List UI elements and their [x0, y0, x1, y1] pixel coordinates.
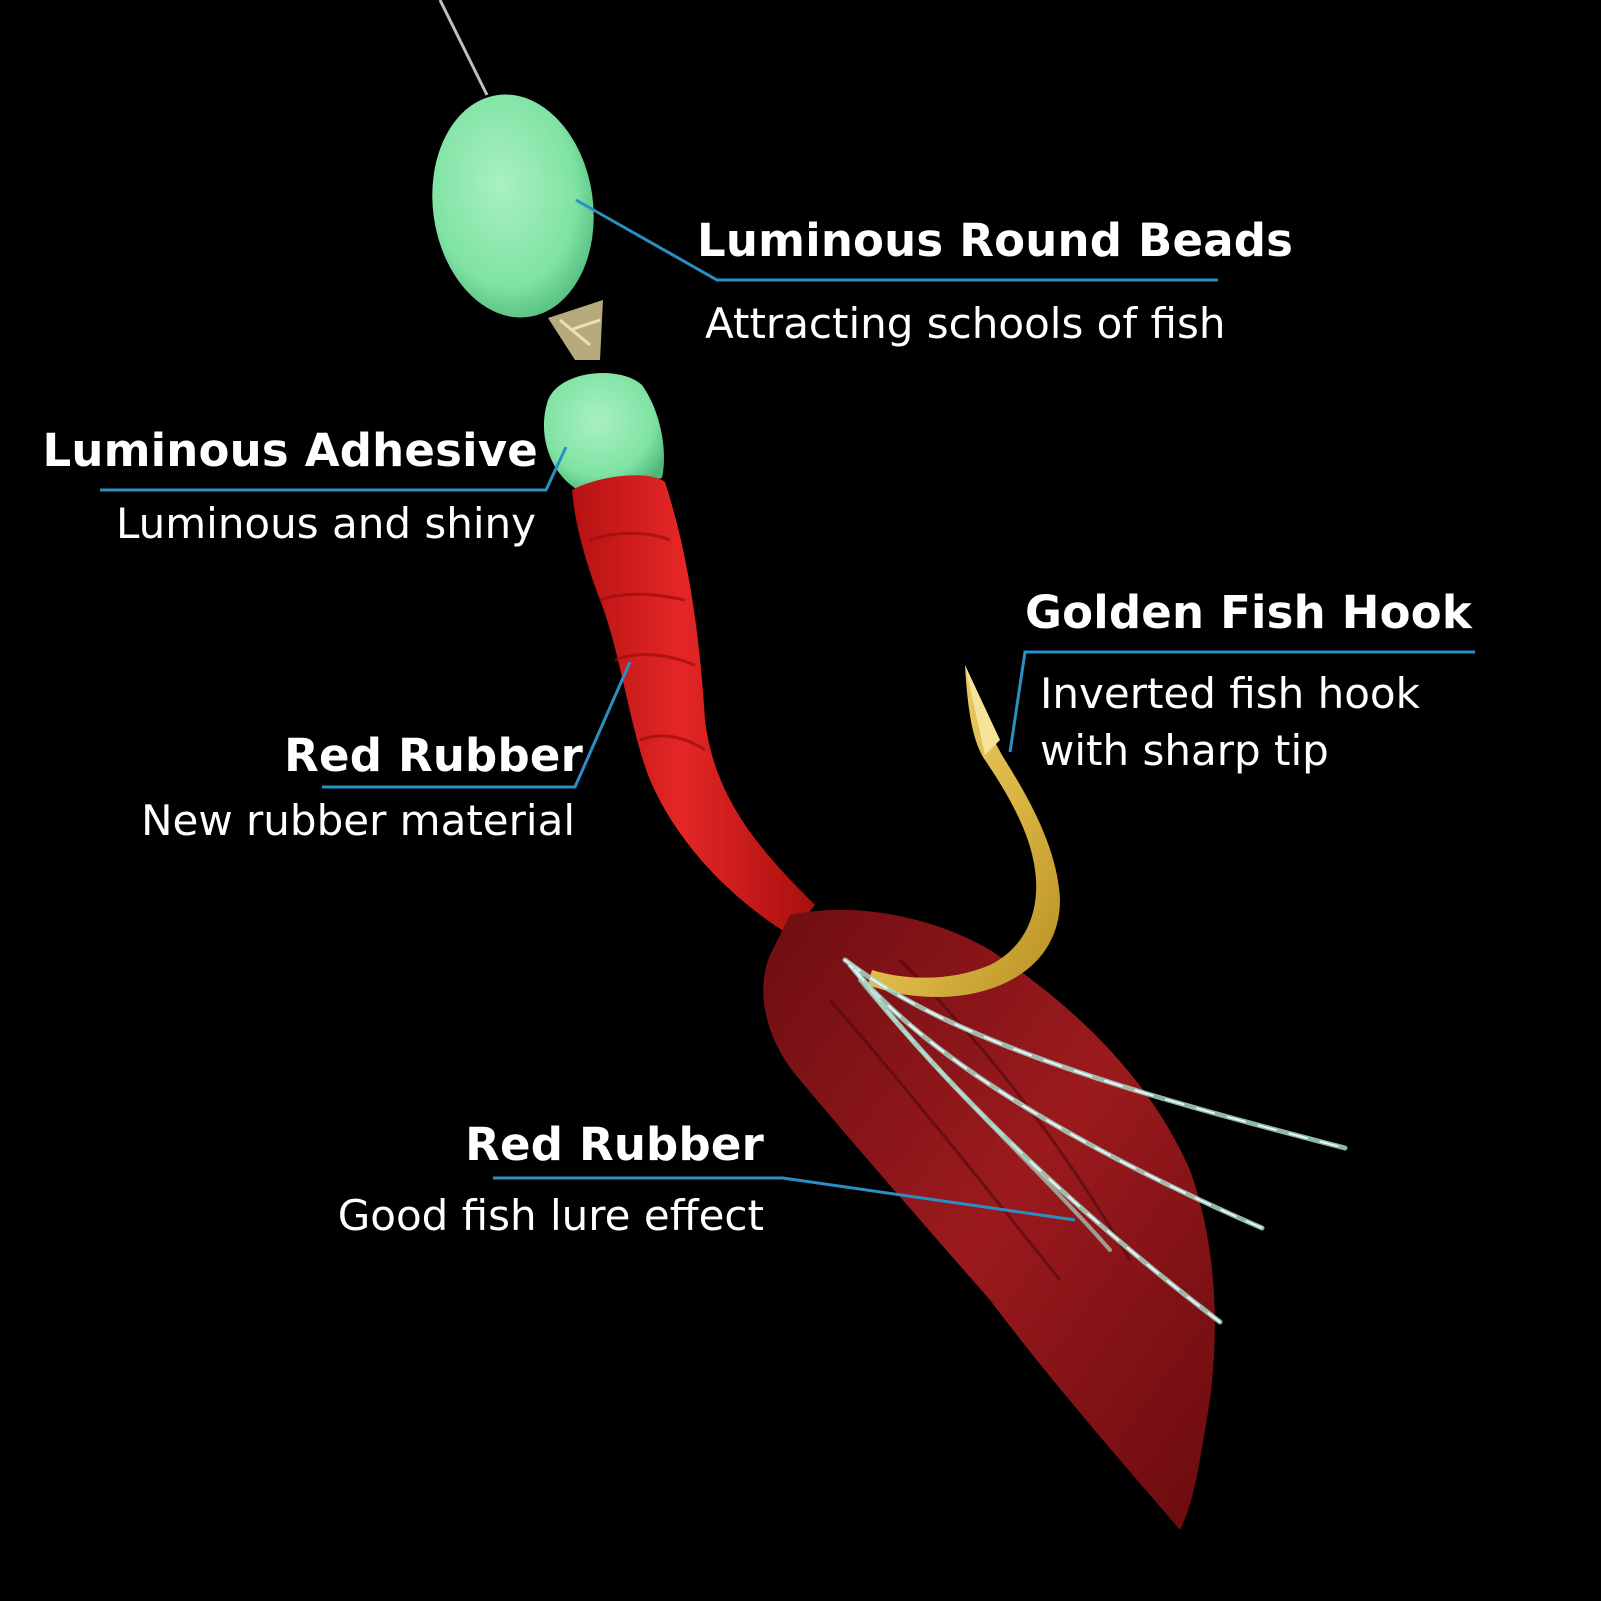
bead-title: Luminous Round Beads	[697, 214, 1294, 267]
rubber-tube-description: New rubber material	[141, 796, 575, 845]
bead-description: Attracting schools of fish	[705, 299, 1226, 348]
rubber-skirt-callout-line	[493, 1176, 1076, 1222]
flash-strands	[842, 957, 1348, 1325]
adhesive-description: Luminous and shiny	[115, 499, 536, 548]
rubber-skirt-description: Good fish lure effect	[337, 1191, 764, 1240]
hook-callout-line	[1008, 650, 1475, 753]
red-rubber-tube	[572, 475, 815, 935]
hook-description-line-2: with sharp tip	[1040, 726, 1329, 775]
hook-description-line-1: Inverted fish hook	[1040, 669, 1420, 718]
red-rubber-skirt	[763, 909, 1215, 1530]
rubber-tube-callout-line	[322, 661, 632, 789]
adhesive-title: Luminous Adhesive	[42, 424, 538, 477]
hook-description: Inverted fish hook with sharp tip	[1040, 665, 1540, 779]
rubber-skirt-title: Red Rubber	[465, 1118, 764, 1171]
luminous-adhesive	[543, 373, 664, 492]
adhesive-callout-line	[100, 446, 568, 492]
rubber-tube-title: Red Rubber	[284, 729, 583, 782]
line-knot	[548, 300, 603, 360]
callout-lines	[100, 198, 1475, 1222]
hook-title: Golden Fish Hook	[1025, 586, 1472, 639]
luminous-bead	[432, 94, 594, 318]
bead-callout-line	[575, 198, 1218, 282]
fishing-line	[438, 0, 489, 96]
